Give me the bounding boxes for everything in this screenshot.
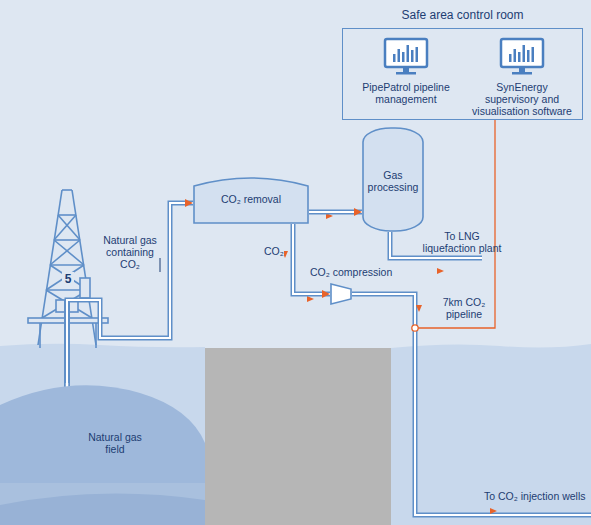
compressor-outline [330, 283, 352, 305]
destination-label: To CO₂ injection wells [484, 490, 586, 502]
brand-mark: 5 [62, 272, 74, 286]
node-label: Natural gas field [85, 431, 145, 455]
software-station: PipePatrol pipeline management [349, 37, 463, 113]
pipe-wall [293, 224, 330, 294]
sensor-point [412, 325, 418, 331]
sea [0, 344, 205, 525]
pipe-connector [309, 208, 362, 216]
co2-pipeline [352, 294, 591, 515]
node-label: SynEnergy supervisory and visualisation … [469, 81, 575, 117]
node-label: Safe area control room [343, 8, 582, 22]
rock-layer [0, 494, 205, 525]
node-label: CO₂ compression [310, 266, 392, 278]
destination-label: To LNG liquefaction plant [421, 230, 503, 254]
pipeline-label: 7km CO₂ pipeline [424, 296, 504, 320]
edge-label: CO₂ [264, 245, 284, 257]
pipe-bore [67, 203, 193, 383]
pipe-connector [67, 199, 193, 383]
flow-label: Natural gas containing CO₂ [96, 234, 164, 270]
node-label: CO₂ removal [193, 193, 309, 205]
node-label: PipePatrol pipeline management [353, 81, 459, 105]
co2-removal-tank: CO₂ removal [193, 172, 309, 224]
co2-pipeline [352, 294, 591, 515]
monitor-icon [349, 37, 463, 77]
gas-processing-vessel: Gas processing [362, 127, 424, 232]
leader-tick [160, 258, 161, 272]
gas-field-reservoir: Natural gas field [0, 383, 205, 483]
pipe-bore [293, 224, 330, 294]
pipe-connector [293, 224, 330, 298]
land-block [205, 348, 391, 525]
compressor-symbol: CO₂ compression [330, 283, 352, 305]
arrowhead [185, 199, 193, 207]
arrowhead [354, 208, 362, 216]
pipe-wall [67, 203, 193, 383]
sea [391, 344, 591, 525]
arrowhead [322, 290, 330, 298]
monitor-icon [465, 37, 579, 77]
control-room-panel: Safe area control roomPipePatrol pipelin… [342, 28, 583, 120]
software-station: SynEnergy supervisory and visualisation … [465, 37, 579, 119]
node-label: Gas processing [367, 169, 419, 193]
